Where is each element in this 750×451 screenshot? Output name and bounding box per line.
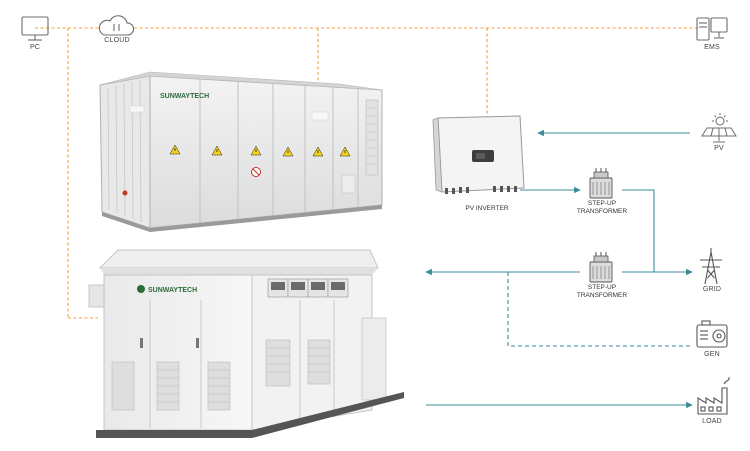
gen-icon: [696, 320, 728, 348]
transformer-bottom-label: STEP-UP TRANSFORMER: [570, 284, 634, 300]
power-lines: [425, 129, 693, 409]
pv-label: PV: [714, 145, 724, 152]
pc-icon: [21, 16, 49, 41]
transformer-to-grid-bus: [622, 189, 655, 272]
ems-label: EMS: [704, 44, 720, 51]
transformer-top-icon: [589, 168, 613, 199]
grid-icon: [700, 248, 722, 285]
transformer-bottom-icon: [589, 252, 613, 283]
load-label: LOAD: [702, 418, 722, 425]
grid-label: GRID: [702, 286, 722, 293]
substation-image: SUNWAYTECH: [88, 249, 404, 438]
transformer-top-label-line2: TRANSFORMER: [576, 208, 628, 215]
transformer-top-label-line1: STEP-UP: [587, 200, 617, 207]
container-logo: SUNWAYTECH: [160, 93, 209, 100]
cloud-icon: [98, 15, 135, 36]
cloud-label: CLOUD: [104, 37, 130, 44]
load-icon: [697, 376, 730, 415]
gen-label: GEN: [704, 351, 720, 358]
transformer-top-label: STEP-UP TRANSFORMER: [570, 200, 634, 216]
pv-inverter-label: PV INVERTER: [465, 205, 509, 212]
pv-icon: [701, 113, 737, 143]
transformer-bottom-label-line2: TRANSFORMER: [576, 292, 628, 299]
communication-lines: [35, 27, 700, 319]
transformer-bottom-label-line1: STEP-UP: [587, 284, 617, 291]
pv-inverter-image: [432, 115, 525, 194]
pc-label: PC: [29, 44, 41, 51]
generator-line: [507, 272, 692, 347]
ems-icon: [696, 17, 728, 41]
substation-logo: SUNWAYTECH: [148, 287, 197, 294]
battery-container-image: SUNWAYTECH: [99, 71, 383, 232]
